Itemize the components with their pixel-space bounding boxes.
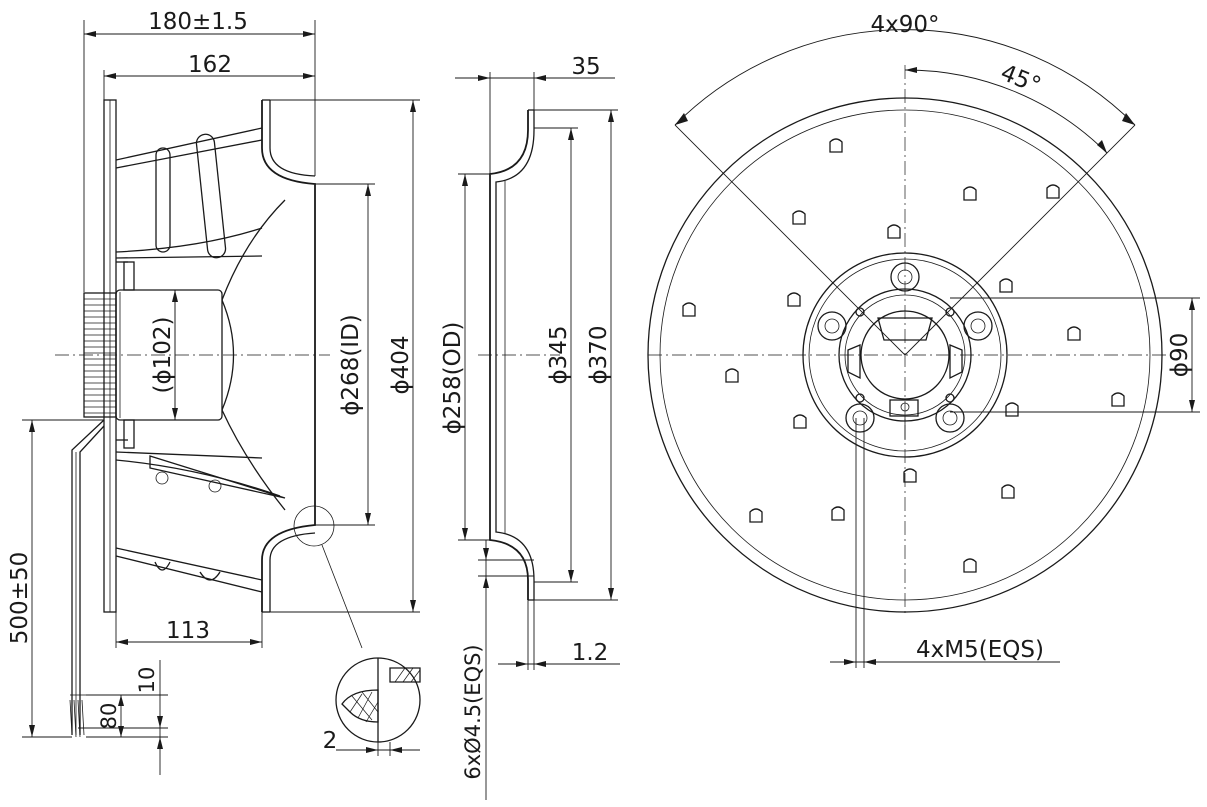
outer-diameter-label: ϕ404 [388,335,414,394]
dim-flange-depth: 113 [115,612,263,648]
overall-length-label: 180±1.5 [148,9,248,35]
impeller-length-label: 162 [188,52,232,78]
strip-length-a-label: 10 [135,667,159,694]
cable-length-label: 500±50 [7,552,33,644]
inlet-diameter-label: ϕ268(ID) [338,314,364,416]
bolt-circle-label: ϕ90 [1167,333,1193,377]
hub-outer-ring [802,252,1008,458]
strip-length-b-label: 80 [97,703,121,730]
outer-disc [647,97,1163,613]
dim-strip-lengths: 10 80 [78,660,168,775]
ring-view: 35 ϕ258(OD) ϕ345 ϕ370 [440,54,620,800]
dim-threads: 4xM5(EQS) [830,418,1060,668]
detail-circle [293,505,335,547]
dim-bolt-circle: ϕ90 [950,297,1200,413]
lower-blades [115,409,286,593]
dim-motor-diameter: (ϕ102) [150,290,178,420]
connector-box [889,399,919,417]
motor-diameter-label: (ϕ102) [150,316,176,393]
sheet-thickness-label: 1.2 [572,640,609,666]
threads-label: 4xM5(EQS) [916,637,1044,663]
dim-ring-depth: 35 [455,54,615,174]
upper-blades [115,127,286,301]
dim-overall-length: 180±1.5 [83,9,316,292]
pattern-angle-label: 4x90° [870,12,939,38]
dim-impeller-length: 162 [103,52,315,100]
pitch-angle-label: 45° [997,60,1045,99]
dim-sheet-thickness: 1.2 [498,600,620,670]
rotor-fins [83,292,117,418]
ring-345-label: ϕ345 [546,325,572,384]
detail-view: 2 [323,657,421,756]
detail-gap-label: 2 [323,728,338,754]
thread-holes [855,307,955,403]
vent-tabs [682,138,1125,573]
motor-hub [115,289,223,421]
inlet-cone [261,100,316,612]
dim-inlet-diameter: ϕ268(ID) [315,183,375,526]
dim-pattern-angle: 4x90° [674,12,1136,356]
ring-profile [489,110,529,600]
side-view: 180±1.5 162 (ϕ102) ϕ268(ID) [7,9,421,775]
holes-label: 6xØ4.5(EQS) [461,644,485,779]
dim-ring-345: ϕ345 [534,127,578,583]
hub-pads [817,262,993,433]
dim-holes: 6xØ4.5(EQS) [461,540,534,800]
dim-cable-length: 500±50 [7,419,104,738]
cable [69,419,105,738]
flange-depth-label: 113 [166,618,210,644]
ring-depth-label: 35 [571,54,600,80]
dim-outer-diameter: ϕ404 [270,99,420,613]
dim-ring-370: ϕ370 [534,109,618,601]
dim-ring-outer: ϕ258(OD) [440,173,490,541]
front-view: 4x90° 45° ϕ90 4xM5(EQS) [647,12,1200,668]
ring-outer-label: ϕ258(OD) [440,322,466,435]
ring-370-label: ϕ370 [586,325,612,384]
dim-pitch-angle: 45° [904,60,1108,154]
hub-center [860,310,950,400]
